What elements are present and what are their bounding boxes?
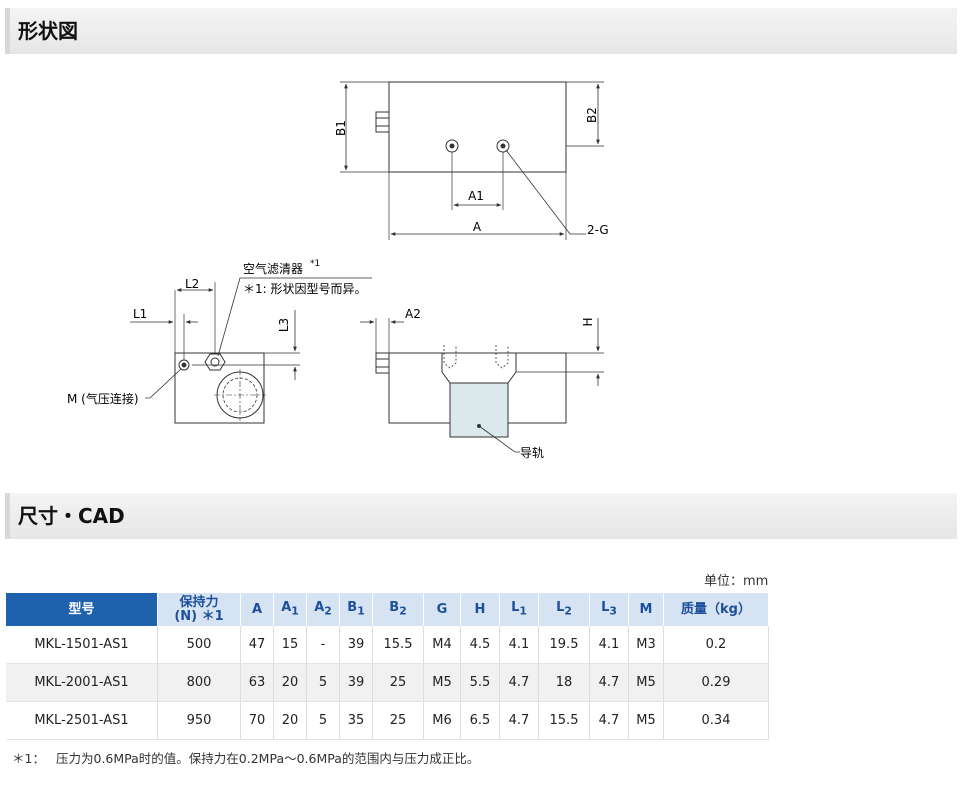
dim-l3: L3 — [277, 318, 291, 332]
col-header-m: M — [628, 593, 664, 626]
label-air-filter: 空气滤清器 — [243, 261, 303, 276]
cell-l1: 4.1 — [499, 626, 539, 664]
cell-b1: 39 — [339, 663, 373, 702]
cell-l1: 4.7 — [499, 701, 539, 740]
guide-rail — [449, 382, 509, 438]
table-row: MKL-1501-AS1 500 47 15 - 39 15.5 M4 4.5 … — [6, 626, 769, 664]
footnote-text: 压力为0.6MPa时的值。保持力在0.2MPa～0.6MPa的范围内与压力成正比… — [56, 751, 480, 766]
col-header-a2: A2 — [306, 593, 340, 626]
cell-l2: 18 — [538, 663, 590, 702]
cell-g: M4 — [423, 626, 461, 664]
cell-h: 6.5 — [460, 701, 500, 740]
top-view-body — [388, 81, 567, 173]
cell-g: M6 — [423, 701, 461, 740]
dim-b2: B2 — [585, 107, 599, 123]
cell-a1: 15 — [273, 626, 307, 664]
cell-a2: 5 — [306, 663, 340, 702]
col-header-h: H — [460, 593, 500, 626]
cell-h: 5.5 — [460, 663, 500, 702]
col-header-g: G — [423, 593, 461, 626]
spec-table: 型号 保持力(N) ＊1 A A1 A2 B1 B2 G H L1 L2 L3 … — [6, 593, 769, 740]
col-header-a: A — [240, 593, 274, 626]
footnote: ＊1： 压力为0.6MPa时的值。保持力在0.2MPa～0.6MPa的范围内与压力… — [12, 748, 479, 767]
top-view-stub — [375, 111, 390, 133]
cell-b2: 25 — [372, 701, 424, 740]
cell-a2: - — [306, 626, 340, 664]
cell-g: M5 — [423, 663, 461, 702]
cell-mass: 0.34 — [663, 701, 769, 740]
cell-model: MKL-2001-AS1 — [6, 663, 158, 702]
footnote-mark: ＊1： — [12, 751, 45, 766]
col-header-l2: L2 — [538, 593, 590, 626]
side-view-body — [174, 352, 265, 424]
col-header-mass: 质量（kg） — [663, 593, 769, 626]
cell-m: M5 — [628, 701, 664, 740]
dim-a1: A1 — [468, 189, 484, 203]
top-view — [340, 81, 604, 240]
dim-a2: A2 — [405, 307, 421, 321]
side-view — [130, 277, 372, 424]
table-row: MKL-2501-AS1 950 70 20 5 35 25 M6 6.5 4.… — [6, 701, 769, 740]
label-m-port: M (气压连接) — [67, 391, 139, 406]
cell-m: M5 — [628, 663, 664, 702]
cell-a: 70 — [240, 701, 274, 740]
dim-a: A — [473, 220, 482, 234]
cell-h: 4.5 — [460, 626, 500, 664]
front-view-stub — [375, 352, 390, 374]
cell-a: 47 — [240, 626, 274, 664]
cell-b2: 15.5 — [372, 626, 424, 664]
cell-l2: 15.5 — [538, 701, 590, 740]
cell-l3: 4.1 — [589, 626, 629, 664]
dim-l2: L2 — [185, 277, 199, 291]
cell-m: M3 — [628, 626, 664, 664]
col-header-b2: B2 — [372, 593, 424, 626]
cell-l2: 19.5 — [538, 626, 590, 664]
cell-b1: 39 — [339, 626, 373, 664]
cell-b2: 25 — [372, 663, 424, 702]
col-header-model: 型号 — [6, 593, 158, 626]
cell-a2: 5 — [306, 701, 340, 740]
front-view — [360, 318, 604, 453]
label-2g: 2-G — [587, 223, 609, 237]
section-title-dimensions: 尺寸・CAD — [5, 493, 957, 539]
table-header-row: 型号 保持力(N) ＊1 A A1 A2 B1 B2 G H L1 L2 L3 … — [6, 593, 769, 626]
technical-drawing: B1 B2 A1 A 2-G L2 L1 L3 空气滤清器 — [67, 81, 609, 460]
col-header-a1: A1 — [273, 593, 307, 626]
cell-a1: 20 — [273, 663, 307, 702]
label-rail: 导轨 — [520, 446, 544, 460]
cell-b1: 35 — [339, 701, 373, 740]
dim-h: H — [581, 317, 595, 326]
cell-model: MKL-2501-AS1 — [6, 701, 158, 740]
col-header-l1: L1 — [499, 593, 539, 626]
dim-l1: L1 — [133, 307, 147, 321]
table-row: MKL-2001-AS1 800 63 20 5 39 25 M5 5.5 4.… — [6, 663, 769, 702]
cell-a: 63 — [240, 663, 274, 702]
cell-holding: 950 — [157, 701, 241, 740]
label-air-filter-sup: *1 — [310, 259, 320, 269]
col-header-b1: B1 — [339, 593, 373, 626]
label-filter-note: ＊1: 形状因型号而异。 — [243, 282, 367, 296]
col-header-l3: L3 — [589, 593, 629, 626]
unit-label: 单位：mm — [704, 574, 769, 589]
col-header-holding: 保持力(N) ＊1 — [157, 593, 241, 626]
cell-model: MKL-1501-AS1 — [6, 626, 158, 664]
cell-holding: 500 — [157, 626, 241, 664]
section-title-shape: 形状図 — [5, 8, 957, 54]
cell-mass: 0.2 — [663, 626, 769, 664]
cell-mass: 0.29 — [663, 663, 769, 702]
cell-a1: 20 — [273, 701, 307, 740]
cell-holding: 800 — [157, 663, 241, 702]
cell-l3: 4.7 — [589, 663, 629, 702]
cell-l3: 4.7 — [589, 701, 629, 740]
dim-b1: B1 — [334, 120, 348, 136]
cell-l1: 4.7 — [499, 663, 539, 702]
air-filter — [204, 353, 226, 371]
